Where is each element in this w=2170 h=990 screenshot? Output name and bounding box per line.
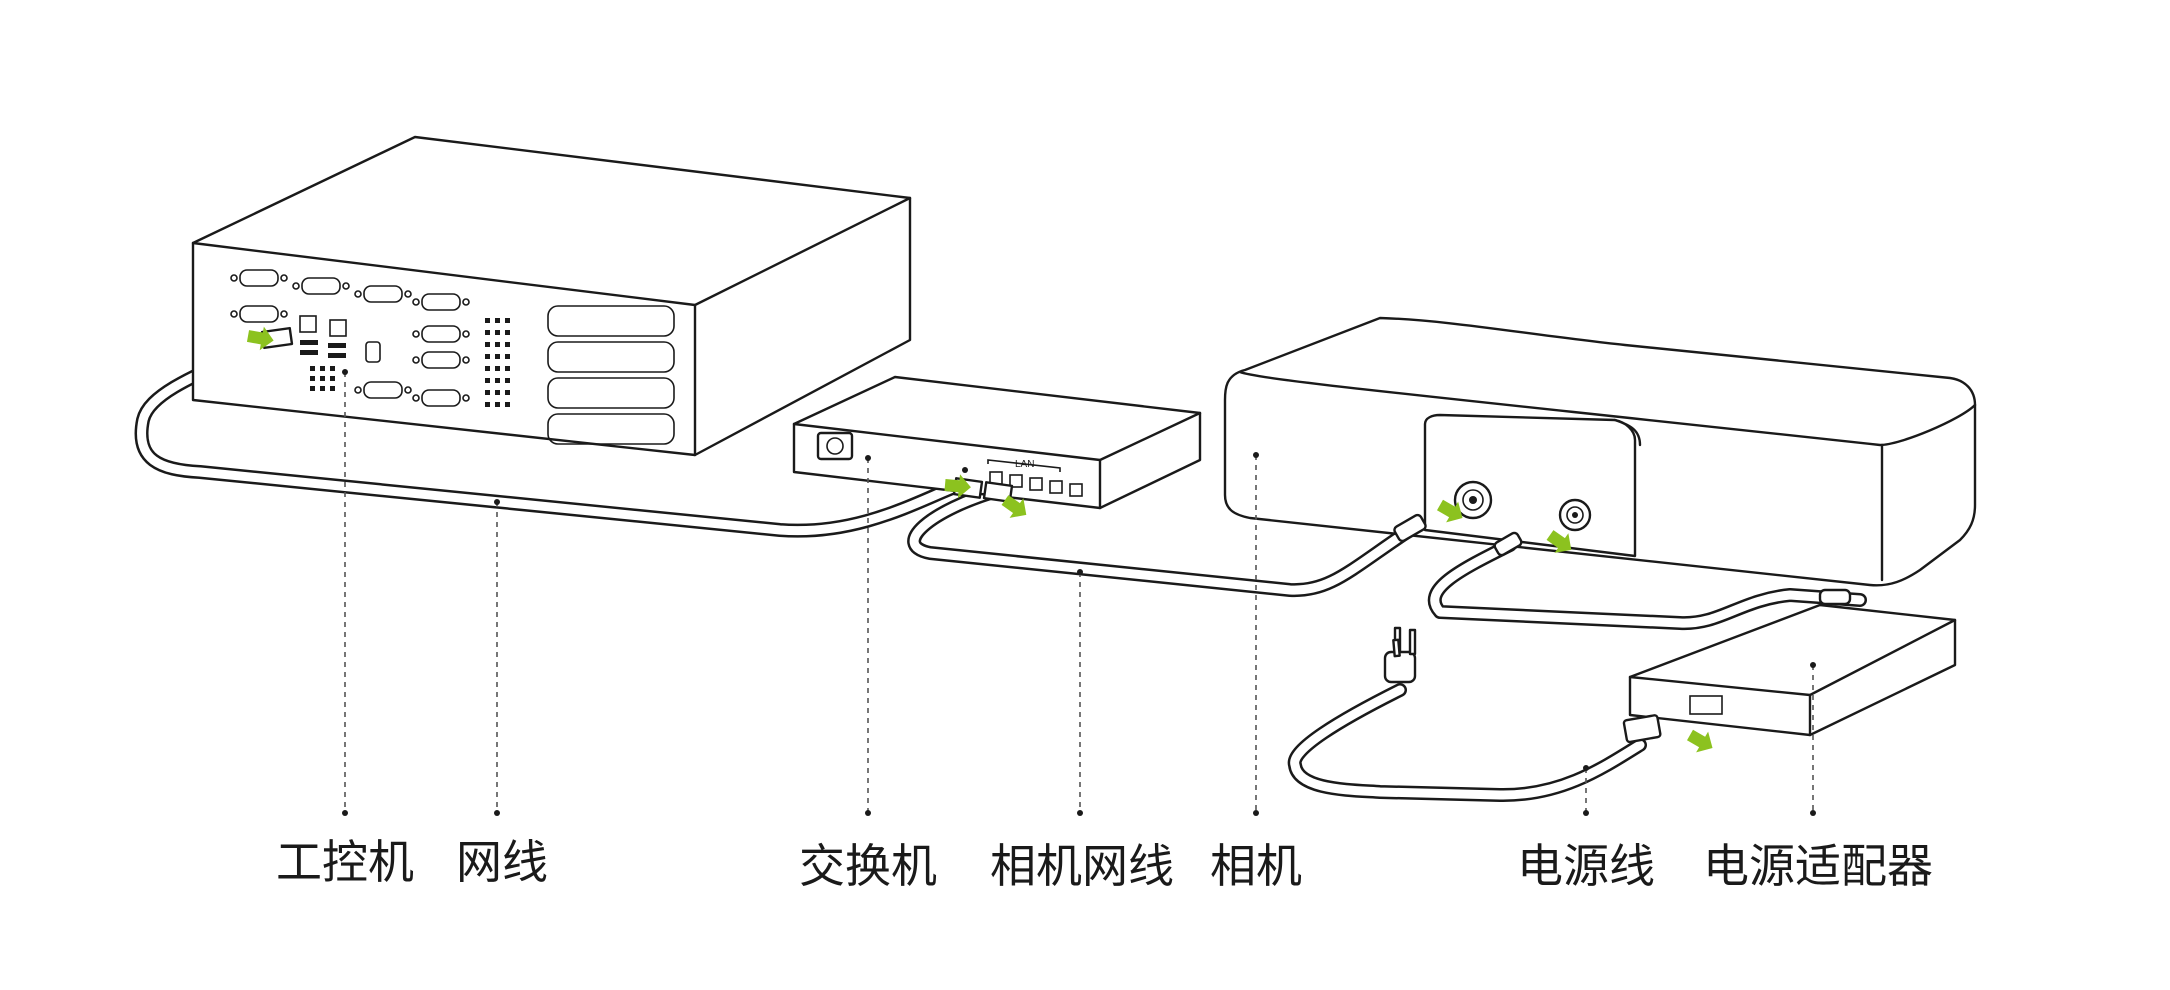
camera-network-cable [907,483,1417,598]
serial-ports [230,269,470,407]
industrial-pc [191,135,912,457]
io-card-slots [547,305,675,445]
vent-grid [310,318,510,407]
network-switch: LAN [792,375,1202,510]
label-camera: 相机 [1210,839,1302,893]
label-switch: 交换机 [799,839,937,893]
power-switch-icon [816,431,854,461]
label-camera-network-cable: 相机网线 [990,839,1174,893]
label-ipc: 工控机 [276,835,414,889]
label-power-cable: 电源线 [1517,839,1655,893]
leader-lines [342,369,1816,816]
power-adapter [1622,588,1957,744]
power-cable [1287,683,1647,803]
pc-lan-ports [299,315,381,363]
network-cable [134,333,967,538]
adapter-dc-cable [1427,538,1867,631]
label-network-cable: 网线 [456,835,548,889]
camera-network-port [1453,480,1493,520]
camera [1223,316,1977,587]
label-power-adapter: 电源适配器 [1703,839,1933,893]
camera-power-port [1558,498,1592,532]
lan-label: LAN [1015,459,1034,470]
power-plug-icon [1383,626,1417,684]
switch-lan-ports: LAN [987,459,1083,497]
